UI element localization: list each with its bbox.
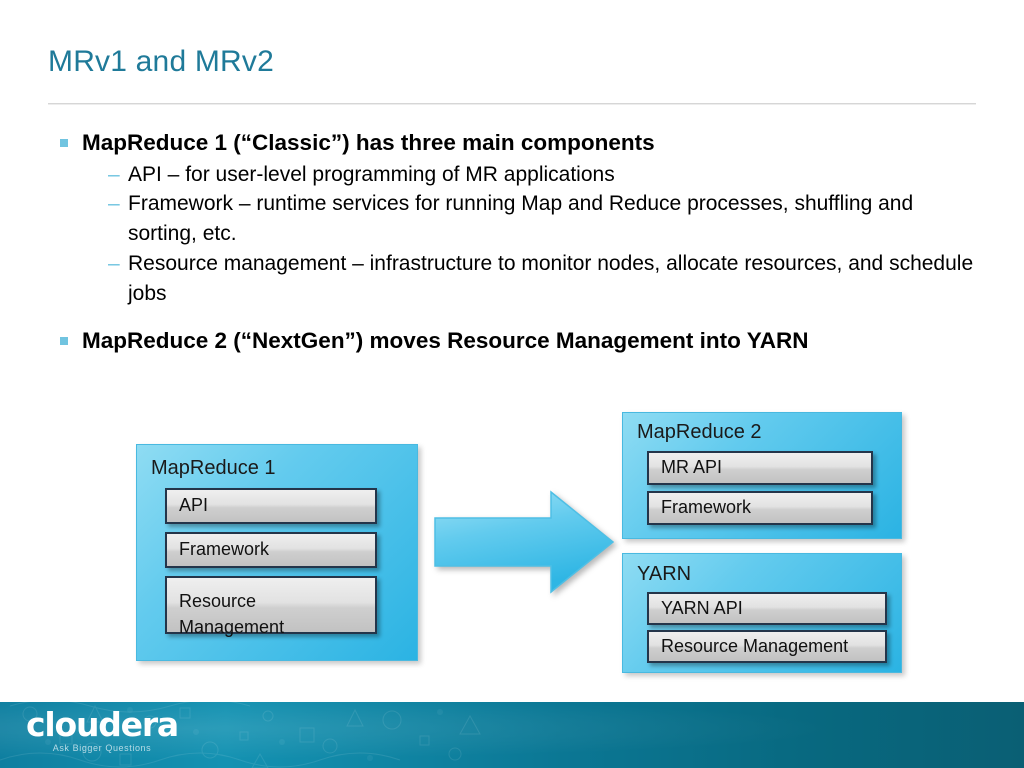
bullet-level2: – Framework – runtime services for runni… [54,189,974,249]
square-bullet-icon [60,139,68,147]
footer-pattern-decoration [0,702,481,768]
spacer [54,309,974,327]
bullet-text: Resource management – infrastructure to … [128,252,974,305]
dash-bullet-icon: – [108,252,120,275]
page-title: MRv1 and MRv2 [48,45,275,78]
group-label-yarn: YARN [637,563,692,585]
group-box-mapreduce1: MapReduce 1 API Framework Resource Manag… [136,444,418,661]
bullet-level2: – API – for user-level programming of MR… [54,160,974,190]
group-box-mapreduce2: MapReduce 2 MR API Framework [622,412,902,539]
title-divider [48,103,976,105]
bullet-text: MapReduce 1 (“Classic”) has three main c… [82,130,655,155]
group-label-mapreduce1: MapReduce 1 [151,457,276,479]
bullet-text: API – for user-level programming of MR a… [128,162,615,186]
footer-bar: © Copyright 2010-2013 Cloudera. All righ… [0,702,1024,768]
item-label: Resource Management [661,635,849,656]
item-box-resource-management: Resource Management [165,576,377,637]
item-box-api: API [165,488,377,524]
bullet-level2: – Resource management – infrastructure t… [54,249,974,309]
square-bullet-icon [60,336,68,345]
item-box-framework: Framework [165,532,377,568]
bullet-list: MapReduce 1 (“Classic”) has three main c… [54,129,974,357]
bullet-text: MapReduce 2 (“NextGen”) moves Resource M… [82,327,809,353]
right-arrow-icon [434,490,615,594]
group-box-yarn: YARN YARN API Resource Management [622,553,902,673]
item-box-framework: Framework [647,491,873,525]
item-box-resource-management: Resource Management [647,630,887,663]
bullet-level1: MapReduce 2 (“NextGen”) moves Resource M… [54,327,974,356]
item-label: Framework [661,497,752,518]
item-box-mr-api: MR API [647,451,873,485]
logo-tagline: Ask Bigger Questions [52,743,152,753]
item-label: Framework [179,539,270,560]
bullet-level1: MapReduce 1 (“Classic”) has three main c… [54,129,974,158]
logo-wordmark: cloudera [26,705,179,744]
group-label-mapreduce2: MapReduce 2 [637,421,762,443]
item-box-yarn-api: YARN API [647,592,887,625]
dash-bullet-icon: – [108,162,120,186]
item-label: MR API [661,457,723,478]
item-label: Resource Management [179,591,285,638]
dash-bullet-icon: – [108,192,120,216]
bullet-text: Framework – runtime services for running… [128,192,914,246]
item-label: API [179,495,209,516]
item-label: YARN API [661,597,743,618]
cloudera-logo: cloudera Ask Bigger Questions [22,708,182,753]
transition-arrow [433,490,615,594]
